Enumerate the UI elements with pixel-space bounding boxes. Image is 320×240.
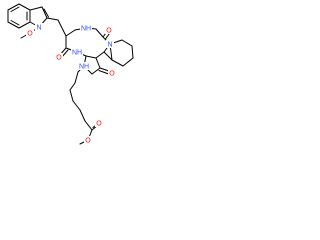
piperidine-ring xyxy=(103,39,134,67)
atom-label-o-ester-double: O xyxy=(96,120,102,127)
atom-label-nh-upper: NH xyxy=(81,25,91,32)
atom-labels: N O NH O N O NH NH O O O xyxy=(26,23,116,144)
atom-label-o-left: O xyxy=(56,54,62,61)
atom-label-n-indole: N xyxy=(36,24,41,31)
atom-label-nh-mid: NH xyxy=(72,49,82,56)
molecule-canvas: N O NH O N O NH NH O O O xyxy=(0,0,150,150)
aliphatic-chain xyxy=(69,71,100,145)
atom-label-o-methoxy: O xyxy=(27,30,33,37)
atom-label-nh-lower: NH xyxy=(79,63,89,70)
atom-label-o-right: O xyxy=(109,70,115,77)
atom-label-o-ester: O xyxy=(85,137,91,144)
atom-label-o-upper: O xyxy=(106,27,112,34)
atom-label-n-ring: N xyxy=(107,41,112,48)
indole-benzene-ring xyxy=(7,3,31,29)
molecule-structure: N O NH O N O NH NH O O O xyxy=(7,3,134,145)
